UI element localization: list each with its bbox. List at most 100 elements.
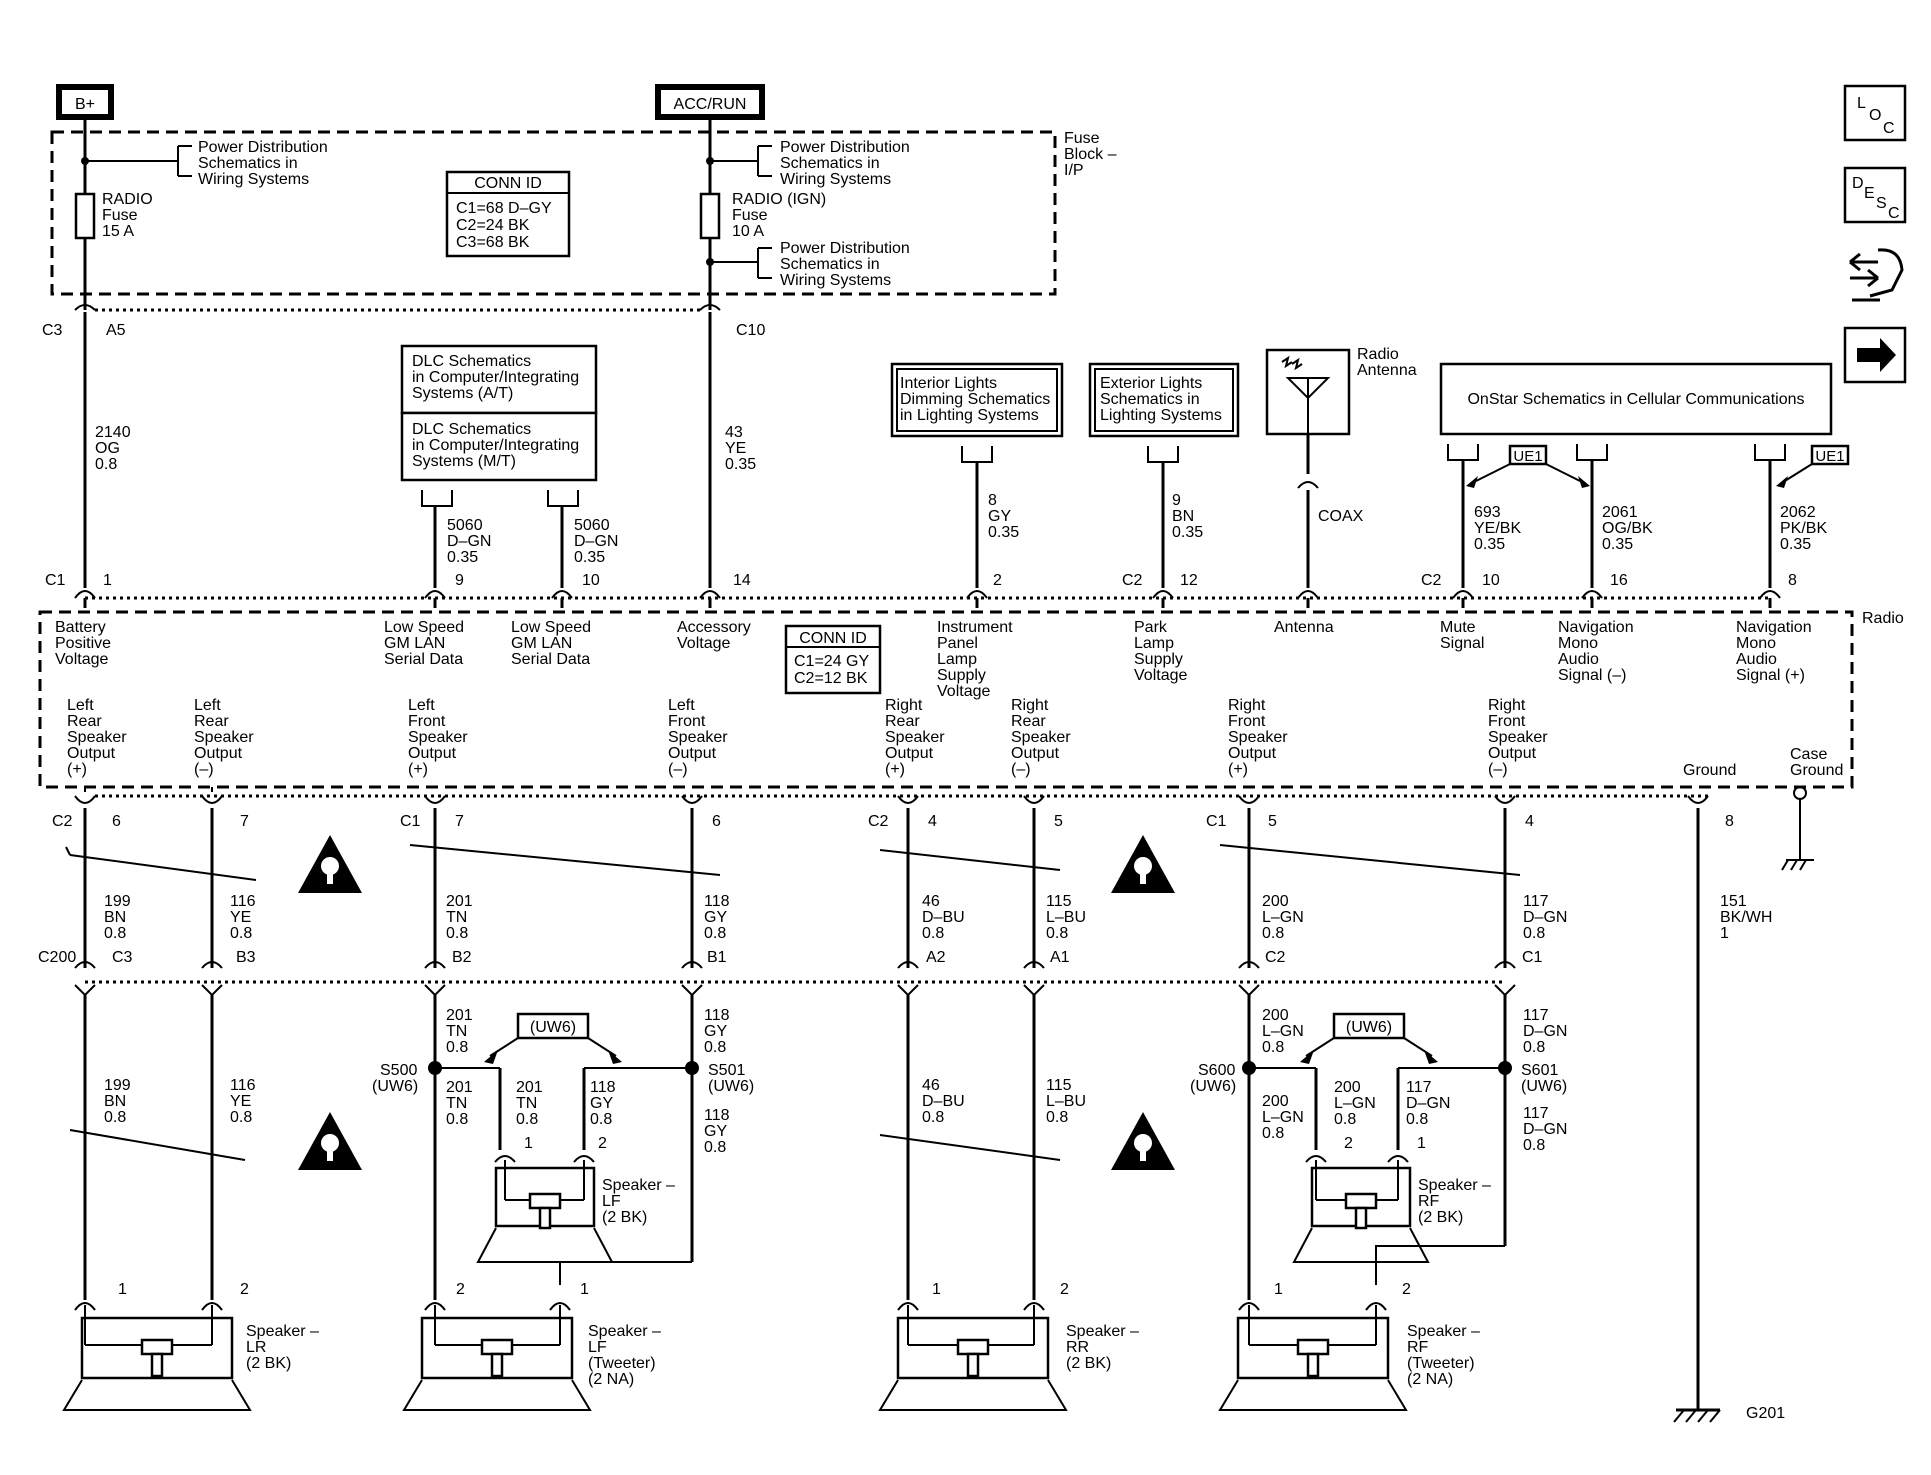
- bplus-source: B+: [56, 84, 114, 120]
- radio-ign-fuse-label: RADIO (IGN) Fuse 10 A: [732, 191, 831, 240]
- speaker-rr: [878, 1302, 1068, 1411]
- out-rf-minus: Right Front Speaker Output (–): [1488, 697, 1552, 778]
- svg-text:1: 1: [932, 1281, 941, 1298]
- svg-text:1: 1: [1274, 1281, 1283, 1298]
- power-dist-ref-1[interactable]: Power Distribution Schematics in Wiring …: [198, 139, 332, 188]
- pin-mute: Mute Signal: [1440, 619, 1484, 652]
- svg-text:C1: C1: [1522, 949, 1543, 966]
- out-rr-minus: Right Rear Speaker Output (–): [1011, 697, 1075, 778]
- svg-text:7: 7: [455, 813, 464, 830]
- pin-lan-2: Low Speed GM LAN Serial Data: [511, 619, 596, 668]
- speaker-rr-label: Speaker –RR(2 BK): [1066, 1323, 1139, 1372]
- svg-text:10: 10: [582, 572, 600, 589]
- dlc-at-ref[interactable]: DLC Schematics in Computer/Integrating S…: [400, 344, 598, 415]
- svg-text:C3: C3: [42, 322, 63, 339]
- svg-text:8: 8: [1725, 813, 1734, 830]
- onstar-ref[interactable]: OnStar Schematics in Cellular Communicat…: [1439, 362, 1833, 436]
- ground-label: Ground: [1683, 762, 1736, 779]
- svg-text:12: 12: [1180, 572, 1198, 589]
- svg-text:E: E: [1864, 185, 1875, 202]
- warning-icon: [298, 1112, 362, 1170]
- power-dist-ref-3[interactable]: Power Distribution Schematics in Wiring …: [780, 240, 914, 289]
- svg-text:Interior Lights Dimming: Interior Lights Dimming Schematics in Li…: [900, 375, 1055, 424]
- svg-text:5: 5: [1268, 813, 1277, 830]
- wire-693: 693 YE/BK 0.35: [1474, 504, 1526, 553]
- svg-text:6: 6: [112, 813, 121, 830]
- conn-id-radio: CONN ID C1=24 GY C2=12 BK: [784, 624, 882, 695]
- next-arrow-icon[interactable]: [1843, 326, 1907, 384]
- svg-text:B3: B3: [236, 949, 256, 966]
- g201-ground-icon: [1673, 1408, 1721, 1423]
- case-ground-symbol: [1781, 786, 1814, 871]
- pin-lan-1: Low Speed GM LAN Serial Data: [384, 619, 469, 668]
- speaker-lf-tweeter-label: Speaker –LF(Tweeter)(2 NA): [588, 1323, 661, 1388]
- radio-fuse-label: RADIO Fuse 15 A: [102, 191, 157, 240]
- svg-text:C1=24 GY C2=12 BK: C1=24 GY C2=12 BK: [794, 653, 873, 687]
- pin-battery-voltage: Battery Positive Voltage: [55, 619, 115, 668]
- speaker-lr-label: Speaker –LR(2 BK): [246, 1323, 319, 1372]
- svg-text:UE1: UE1: [1815, 448, 1844, 465]
- dlc-mt-ref[interactable]: DLC Schematics in Computer/Integrating S…: [400, 411, 598, 482]
- svg-text:DLC Schematics in Comput: DLC Schematics in Computer/Integrating S…: [412, 353, 584, 402]
- svg-text:8: 8: [1788, 572, 1797, 589]
- radio-ign-fuse-10a: [699, 192, 721, 240]
- loc-icon[interactable]: L O C: [1843, 84, 1907, 142]
- wire-5060-b: 5060 D–GN 0.35: [574, 517, 623, 566]
- svg-text:1: 1: [103, 572, 112, 589]
- svg-text:UE1: UE1: [1513, 448, 1542, 465]
- svg-text:9: 9: [455, 572, 464, 589]
- wire-9: 9 BN 0.35: [1172, 492, 1203, 541]
- wires-c200-to-speakers: [83, 995, 1507, 1300]
- pin-antenna: Antenna: [1274, 619, 1334, 636]
- svg-text:4: 4: [928, 813, 937, 830]
- power-dist-ref-2[interactable]: Power Distribution Schematics in Wiring …: [780, 139, 914, 188]
- svg-text:(UW6): (UW6): [530, 1019, 576, 1036]
- svg-text:C1=68 D–GY C2=24 BK: C1=68 D–GY C2=24 BK C3=68 BK: [456, 200, 556, 251]
- warning-icon: [298, 835, 362, 893]
- svg-text:B1: B1: [707, 949, 727, 966]
- speaker-lf-tweeter: [402, 1302, 592, 1411]
- svg-text:1: 1: [524, 1135, 533, 1152]
- accrun-source: ACC/RUN: [655, 84, 765, 120]
- svg-text:1: 1: [580, 1281, 589, 1298]
- svg-text:B+: B+: [75, 96, 95, 113]
- radio-module: [38, 610, 1854, 789]
- svg-text:DLC Schematics in Comput: DLC Schematics in Computer/Integrating S…: [412, 421, 584, 470]
- svg-text:5: 5: [1054, 813, 1063, 830]
- svg-text:C2: C2: [52, 813, 73, 830]
- speaker-lf: [476, 1155, 614, 1263]
- exterior-lights-ref[interactable]: Exterior Lights Schematics in Lighting S…: [1088, 362, 1240, 438]
- connector-tool-icon[interactable]: [1849, 248, 1904, 302]
- out-rf-plus: Right Front Speaker Output (+): [1228, 697, 1292, 778]
- radio-antenna-label: Radio Antenna: [1357, 346, 1417, 379]
- interior-lights-ref[interactable]: Interior Lights Dimming Schematics in Li…: [890, 362, 1064, 438]
- wire-2062: 2062 PK/BK 0.35: [1780, 504, 1832, 553]
- desc-icon[interactable]: D E S C: [1843, 166, 1907, 224]
- svg-text:A5: A5: [106, 322, 126, 339]
- radio-label: Radio: [1862, 610, 1904, 627]
- svg-text:2: 2: [1344, 1135, 1353, 1152]
- svg-text:S: S: [1876, 195, 1887, 212]
- pin-park-lamp: Park Lamp Supply Voltage: [1134, 619, 1187, 684]
- svg-text:ACC/RUN: ACC/RUN: [674, 96, 747, 113]
- fuse-block-boundary: [50, 130, 1057, 296]
- out-lf-plus: Left Front Speaker Output (+): [408, 697, 472, 778]
- svg-text:16: 16: [1610, 572, 1628, 589]
- out-lf-minus: Left Front Speaker Output (–): [668, 697, 732, 778]
- svg-text:D: D: [1852, 175, 1864, 192]
- svg-text:A1: A1: [1050, 949, 1070, 966]
